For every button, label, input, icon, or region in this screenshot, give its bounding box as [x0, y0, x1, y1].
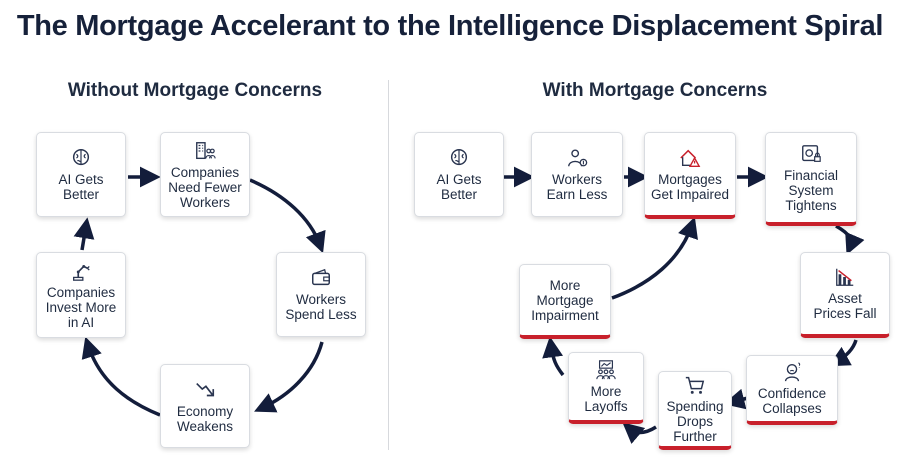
diagram-title: The Mortgage Accelerant to the Intellige… — [16, 10, 884, 42]
wallet-icon — [312, 268, 330, 286]
node-label: Financial System Tightens — [783, 167, 839, 213]
right-node-ai-gets-better: AI Gets Better — [414, 132, 504, 217]
worker-coin-icon — [568, 149, 588, 167]
house-warning-icon — [680, 149, 701, 167]
right-heading: With Mortgage Concerns — [542, 80, 768, 101]
right-node-asset-prices-fall: Asset Prices Fall — [800, 252, 890, 338]
node-label: Workers Earn Less — [546, 172, 608, 202]
node-label: Mortgages Get Impaired — [650, 171, 730, 202]
node-label: Companies Invest More in AI — [45, 285, 117, 330]
left-heading: Without Mortgage Concerns — [67, 80, 323, 101]
right-node-confidence-collapses: Confidence Collapses — [746, 355, 838, 425]
trend-down-icon — [196, 382, 215, 396]
node-label: Workers Spend Less — [285, 292, 357, 322]
right-node-workers-earn-less: Workers Earn Less — [531, 132, 623, 217]
panel-divider — [388, 80, 389, 450]
left-node-ai-gets-better: AI Gets Better — [36, 132, 126, 217]
left-node-workers-spend-less: Workers Spend Less — [276, 252, 366, 337]
worried-person-icon — [784, 362, 801, 382]
node-label: Spending Drops Further — [666, 399, 724, 444]
node-label: Asset Prices Fall — [813, 291, 877, 321]
arrow-left-invest-to-ai — [73, 217, 95, 251]
node-label: Economy Weakens — [176, 403, 234, 434]
right-node-mortgages-impaired: Mortgages Get Impaired — [644, 132, 736, 219]
right-node-more-layoffs: More Layoffs — [568, 352, 644, 424]
right-node-more-mortgage-impairment: More Mortgage Impairment — [519, 264, 611, 339]
arrow-left-workers-to-economy — [254, 341, 324, 413]
left-node-companies-need-fewer: Companies Need Fewer Workers — [160, 132, 250, 217]
arrow-right-spending-to-layoffs — [622, 422, 657, 444]
right-node-spending-drops: Spending Drops Further — [658, 371, 732, 450]
left-node-companies-invest-ai: Companies Invest More in AI — [36, 252, 126, 338]
arrow-right-more-to-mortgages — [611, 216, 698, 300]
building-people-icon — [196, 141, 216, 159]
node-label: Confidence Collapses — [757, 386, 827, 416]
arrow-left-companies-to-workers — [249, 178, 326, 254]
node-label: Companies Need Fewer Workers — [168, 164, 242, 210]
node-label: More Mortgage Impairment — [531, 277, 599, 323]
bar-chart-down-icon — [836, 268, 854, 286]
right-node-financial-tightens: Financial System Tightens — [765, 132, 857, 226]
arrow-left-economy-to-invest — [81, 336, 161, 417]
node-label: AI Gets Better — [58, 172, 104, 202]
arrow-right-asset-to-confidence — [828, 339, 858, 367]
arrow-right-confidence-to-spending — [723, 388, 749, 410]
safe-lock-icon — [802, 144, 821, 162]
node-label: More Layoffs — [584, 384, 628, 414]
brain-icon — [72, 149, 90, 166]
left-node-economy-weakens: Economy Weakens — [160, 364, 250, 448]
node-label: AI Gets Better — [436, 172, 482, 202]
people-chart-icon — [596, 360, 616, 380]
arrow-right-financial-to-asset — [835, 224, 865, 256]
shopping-cart-icon — [685, 376, 705, 394]
brain-icon — [450, 149, 468, 166]
arrow-right-layoffs-to-more — [542, 336, 565, 377]
robot-arm-icon — [73, 264, 90, 281]
